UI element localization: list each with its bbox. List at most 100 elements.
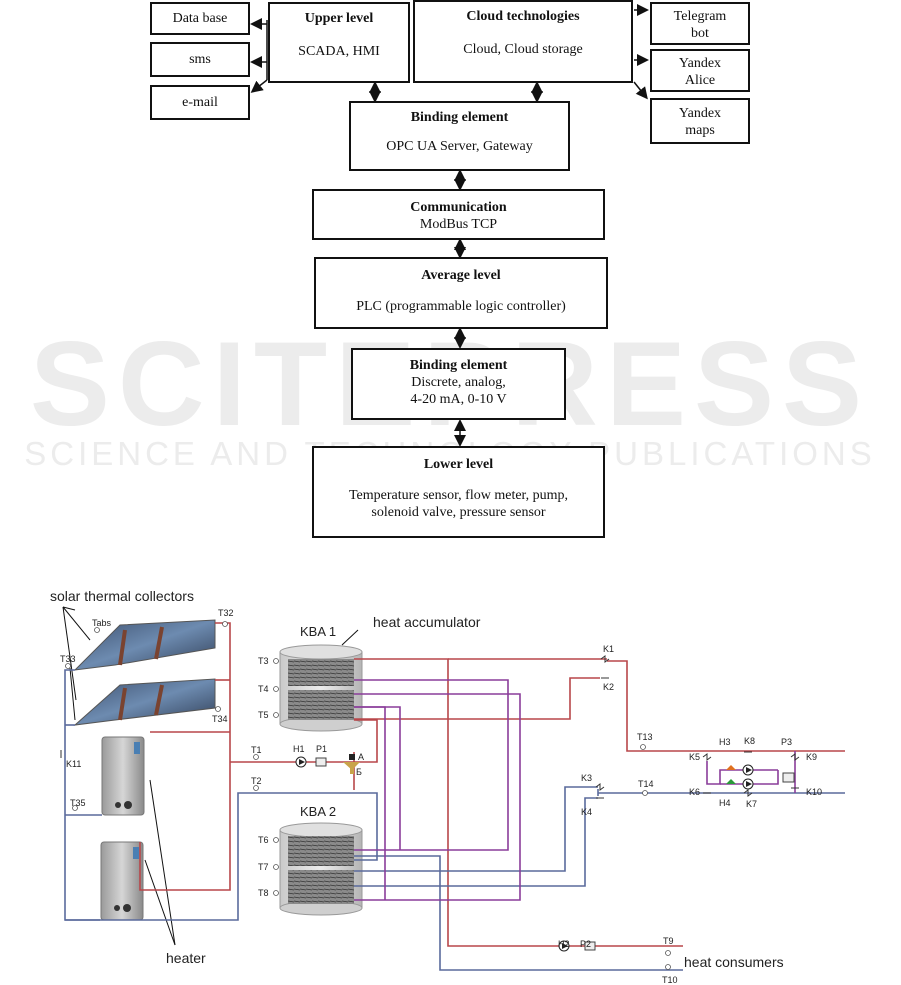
flowmeter-p3-label: P3 [781,737,792,747]
cloud-title: Cloud technologies [466,9,580,24]
lower-title: Lower level [423,457,494,472]
lower-level-box: Lower level Temperature sensor, flow met… [312,446,605,538]
arrow-to-maps [633,81,648,100]
sensor-t3: T3 [258,656,269,666]
cloud-technologies-box: Cloud technologies Cloud, Cloud storage [413,0,633,83]
pump-h4-label: H4 [719,798,731,808]
communication-text: ModBus TCP [419,217,498,232]
solar-collector-top [73,619,216,671]
valve-k1: K1 [603,644,614,654]
sensor-t35: T35 [70,798,86,808]
heating-loop-pipes [354,679,796,901]
alice-line1: Yandex [678,56,722,71]
binding-bottom-title: Binding element [409,358,508,373]
solar-collector-bottom [73,678,216,726]
upper-level-text: SCADA, HMI [298,44,380,59]
heater-label: heater [166,950,206,966]
sensor-t34: T34 [212,714,228,724]
solar-collectors-label: solar thermal collectors [50,588,194,604]
pump-h2 [558,940,570,952]
heat-accumulator-label: heat accumulator [373,614,481,630]
kba2-label: KBA 2 [300,804,336,819]
upper-level-title: Upper level [304,11,374,26]
communication-box: Communication ModBus TCP [312,189,605,240]
binding-element-top-box: Binding element OPC UA Server, Gateway [349,101,570,171]
flowmeter-p2 [584,941,596,951]
sensor-t1: T1 [251,745,262,755]
binding-element-bottom-box: Binding element Discrete, analog, 4-20 m… [351,348,566,420]
sensor-t10: T10 [662,975,678,985]
alice-line2: Alice [684,73,716,88]
data-base-box: Data base [150,2,250,35]
communication-title: Communication [410,200,507,215]
architecture-connectors [250,4,649,447]
valve-k2: K2 [603,682,614,692]
pump-h1 [295,756,307,768]
heater-bottom [100,841,144,921]
valve-k7: K7 [746,799,757,809]
upper-level-box: Upper level SCADA, HMI [268,2,410,83]
pump-h2-label: H2 [558,939,570,949]
valve-port-b: Б [356,767,362,777]
flowmeter-p2-label: P2 [580,939,591,949]
sensor-tabs: Tabs [92,618,112,628]
sensor-t33: T33 [60,654,76,664]
valve-k8: K8 [744,736,755,746]
pump-h3-label: H3 [719,737,731,747]
maps-line1: Yandex [678,106,722,121]
average-text: PLC (programmable logic controller) [356,299,566,314]
valve-k5: K5 [689,752,700,762]
maps-line2: maps [685,123,715,138]
average-title: Average level [421,268,501,283]
flowmeter-p1 [315,757,327,767]
average-level-box: Average level PLC (programmable logic co… [314,257,608,329]
arrow-to-email [250,79,268,93]
sensor-t7: T7 [258,862,269,872]
valve-k10: K10 [806,787,822,797]
pump-h1-label: H1 [293,744,305,754]
telegram-bot-box: Telegram bot [650,2,750,45]
temperature-sensors [65,621,671,970]
valve-k6: K6 [689,787,700,797]
cloud-text: Cloud, Cloud storage [463,42,583,57]
sms-label: sms [189,52,211,67]
three-way-valve [343,754,360,774]
binding-bottom-line1: Discrete, analog, [411,375,506,390]
telegram-line1: Telegram [673,9,727,24]
pump-h3 [726,764,754,776]
binding-top-text: OPC UA Server, Gateway [386,139,533,154]
tank-kba2 [279,822,363,916]
sensor-t5: T5 [258,710,269,720]
flowmeter-p1-label: P1 [316,744,327,754]
sensor-t32: T32 [218,608,234,618]
valve-k4: K4 [581,807,592,817]
valve-symbols [60,655,800,799]
telegram-line2: bot [691,26,709,41]
yandex-maps-box: Yandex maps [650,98,750,144]
lower-line1: Temperature sensor, flow meter, pump, [348,488,569,503]
flowmeter-p3 [782,772,795,783]
sms-box: sms [150,42,250,77]
cold-water-pipes [64,669,845,971]
email-label: e-mail [182,95,218,110]
tank-kba1 [279,644,363,732]
heat-consumers-label: heat consumers [684,954,784,970]
pump-h4 [726,778,754,790]
email-box: e-mail [150,85,250,120]
valve-k9: K9 [806,752,817,762]
sensor-t2: T2 [251,776,262,786]
heater-top [101,736,145,816]
binding-bottom-line2: 4-20 mA, 0-10 V [410,392,507,407]
sensor-t8: T8 [258,888,269,898]
data-base-label: Data base [172,11,228,26]
yandex-alice-box: Yandex Alice [650,49,750,92]
sensor-t14: T14 [638,779,654,789]
sensor-t13: T13 [637,732,653,742]
sensor-t9: T9 [663,936,674,946]
binding-top-title: Binding element [410,110,509,125]
lower-line2: solenoid valve, pressure sensor [371,505,546,520]
valve-k3: K3 [581,773,592,783]
valve-port-a: A [358,752,364,762]
valve-k11: K11 [66,759,81,769]
